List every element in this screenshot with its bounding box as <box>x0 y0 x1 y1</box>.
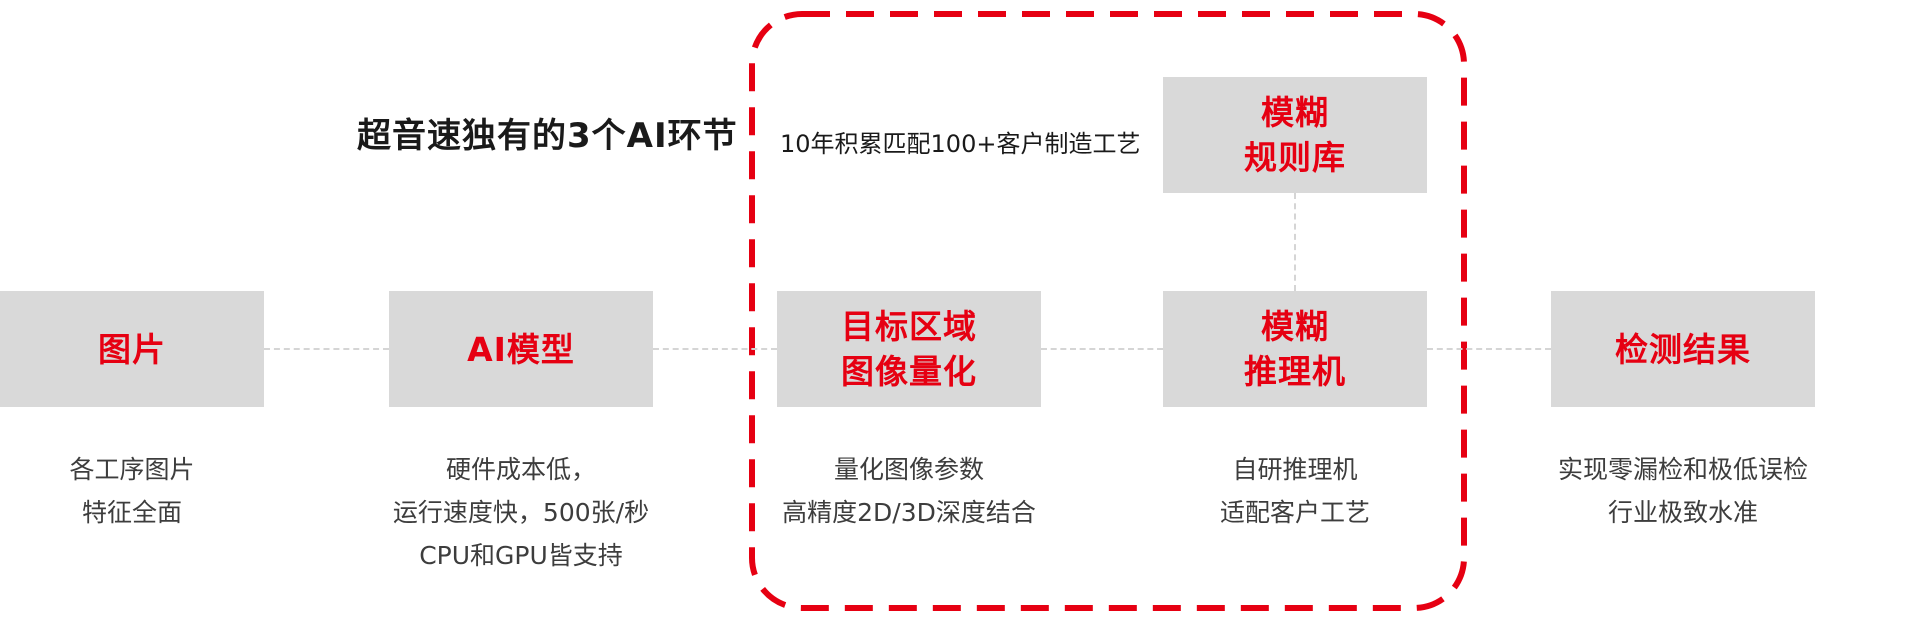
node-result-box: 检测结果 <box>1551 291 1815 407</box>
diagram-title: 超音速独有的3个AI环节 <box>357 116 738 156</box>
box-label-line: 推理机 <box>1244 352 1346 391</box>
box-label-line: 模糊 <box>1261 307 1329 346</box>
connector-image-aimodel <box>264 348 389 350</box>
fuzzy-rule-base-box: 模糊 规则库 <box>1163 77 1427 193</box>
node-image-desc: 各工序图片 特征全面 <box>0 448 282 534</box>
box-label-line: 目标区域 <box>841 307 977 346</box>
connector-rulebase-engine <box>1294 193 1296 291</box>
node-image-box: 图片 <box>0 291 264 407</box>
desc-line: 各工序图片 <box>69 455 195 484</box>
node-target-region-box: 目标区域 图像量化 <box>777 291 1041 407</box>
box-label-line: 规则库 <box>1244 138 1346 177</box>
connector-aimodel-target <box>653 348 777 350</box>
desc-line: 高精度2D/3D深度结合 <box>782 498 1036 527</box>
node-ai-model-desc: 硬件成本低， 运行速度快，500张/秒 CPU和GPU皆支持 <box>371 448 671 577</box>
box-label-line: 图像量化 <box>841 352 977 391</box>
desc-line: 自研推理机 <box>1232 455 1358 484</box>
node-target-region-desc: 量化图像参数 高精度2D/3D深度结合 <box>759 448 1059 534</box>
desc-line: 实现零漏检和极低误检 <box>1557 455 1808 484</box>
desc-line: 量化图像参数 <box>833 455 984 484</box>
connector-engine-result <box>1427 348 1551 350</box>
frame-note: 10年积累匹配100+客户制造工艺 <box>780 130 1141 158</box>
desc-line: 行业极致水准 <box>1607 498 1758 527</box>
node-fuzzy-engine-desc: 自研推理机 适配客户工艺 <box>1145 448 1445 534</box>
node-result-desc: 实现零漏检和极低误检 行业极致水准 <box>1533 448 1833 534</box>
desc-line: CPU和GPU皆支持 <box>419 541 623 570</box>
ai-highlight-frame <box>749 11 1467 611</box>
box-label-line: AI模型 <box>467 329 575 369</box>
connector-target-engine <box>1041 348 1163 350</box>
box-label-line: 检测结果 <box>1615 329 1751 369</box>
node-ai-model-box: AI模型 <box>389 291 653 407</box>
box-label-line: 模糊 <box>1261 93 1329 132</box>
desc-line: 适配客户工艺 <box>1219 498 1370 527</box>
box-label-line: 图片 <box>98 329 166 369</box>
node-fuzzy-engine-box: 模糊 推理机 <box>1163 291 1427 407</box>
desc-line: 特征全面 <box>81 498 182 527</box>
desc-line: 运行速度快，500张/秒 <box>392 498 650 527</box>
desc-line: 硬件成本低， <box>445 455 596 484</box>
